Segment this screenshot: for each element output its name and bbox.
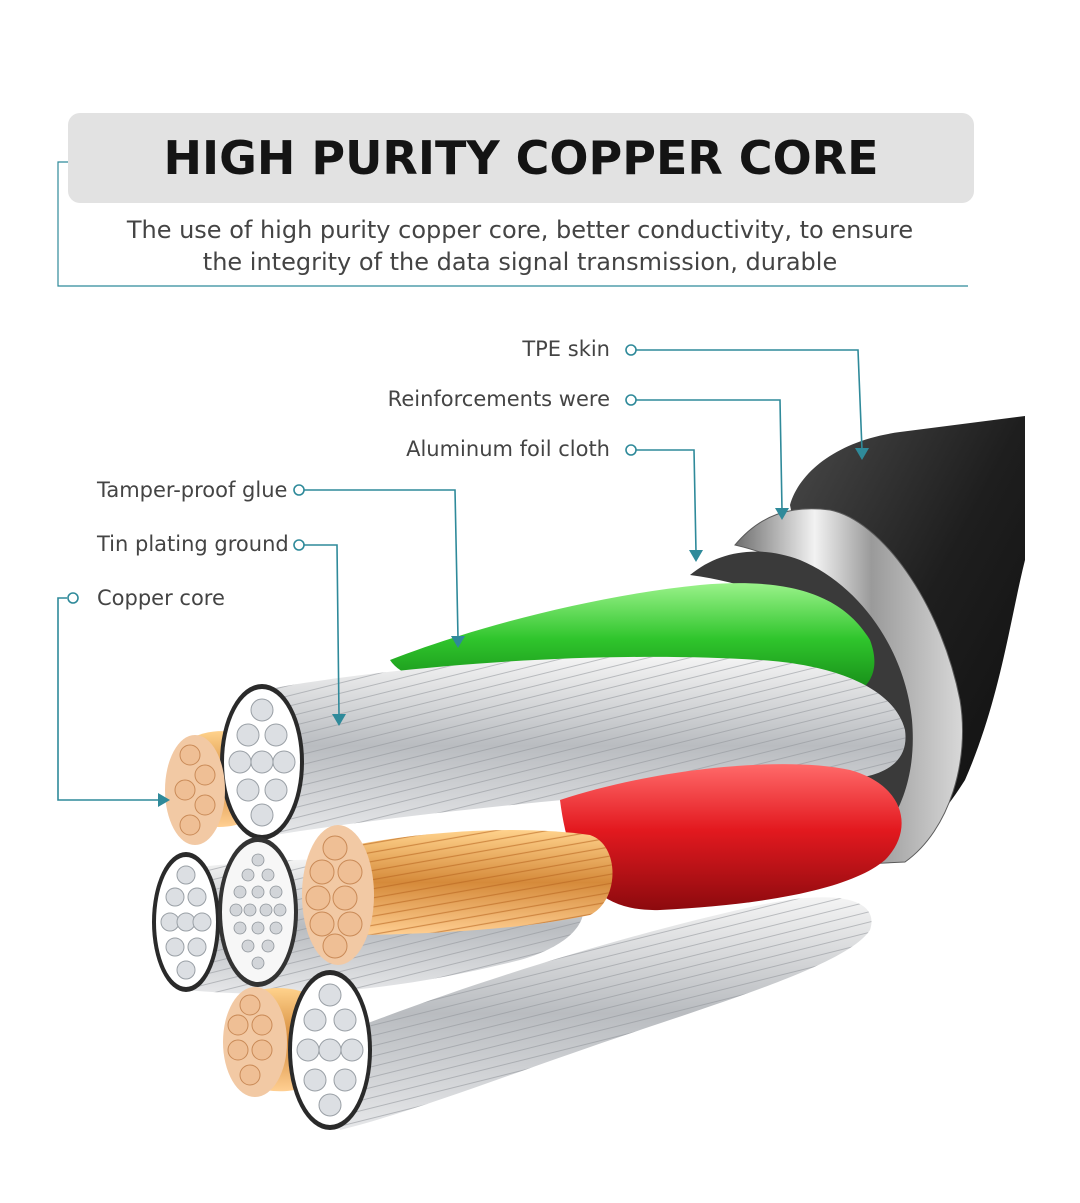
callout-lines xyxy=(57,349,863,801)
subtitle-line-2: the integrity of the data signal transmi… xyxy=(202,248,838,276)
callout-aluminum-foil xyxy=(636,449,697,553)
callout-tpe-skin xyxy=(636,349,863,451)
red-sheath xyxy=(560,764,902,911)
wire-end-faces xyxy=(152,684,374,1130)
callout-arrowheads xyxy=(158,448,869,807)
callout-reinforcements xyxy=(636,399,783,511)
callout-copper-core xyxy=(57,597,160,801)
heading-frame-line xyxy=(57,161,968,287)
page-title: HIGH PURITY COPPER CORE xyxy=(163,131,879,185)
callout-tamper-proof-glue xyxy=(304,489,459,639)
callout-tin-plating xyxy=(304,544,340,717)
label-reinforcements: Reinforcements were xyxy=(387,387,610,411)
title-banner: HIGH PURITY COPPER CORE xyxy=(68,113,974,203)
callout-dots xyxy=(67,344,637,604)
label-tin-plating: Tin plating ground xyxy=(97,532,289,556)
label-copper-core: Copper core xyxy=(97,586,225,610)
subtitle-line-1: The use of high purity copper core, bett… xyxy=(126,216,914,244)
label-aluminum-foil: Aluminum foil cloth xyxy=(406,437,610,461)
subtitle: The use of high purity copper core, bett… xyxy=(90,214,950,278)
label-tpe-skin: TPE skin xyxy=(522,337,610,361)
label-tamper-proof-glue: Tamper-proof glue xyxy=(97,478,288,502)
